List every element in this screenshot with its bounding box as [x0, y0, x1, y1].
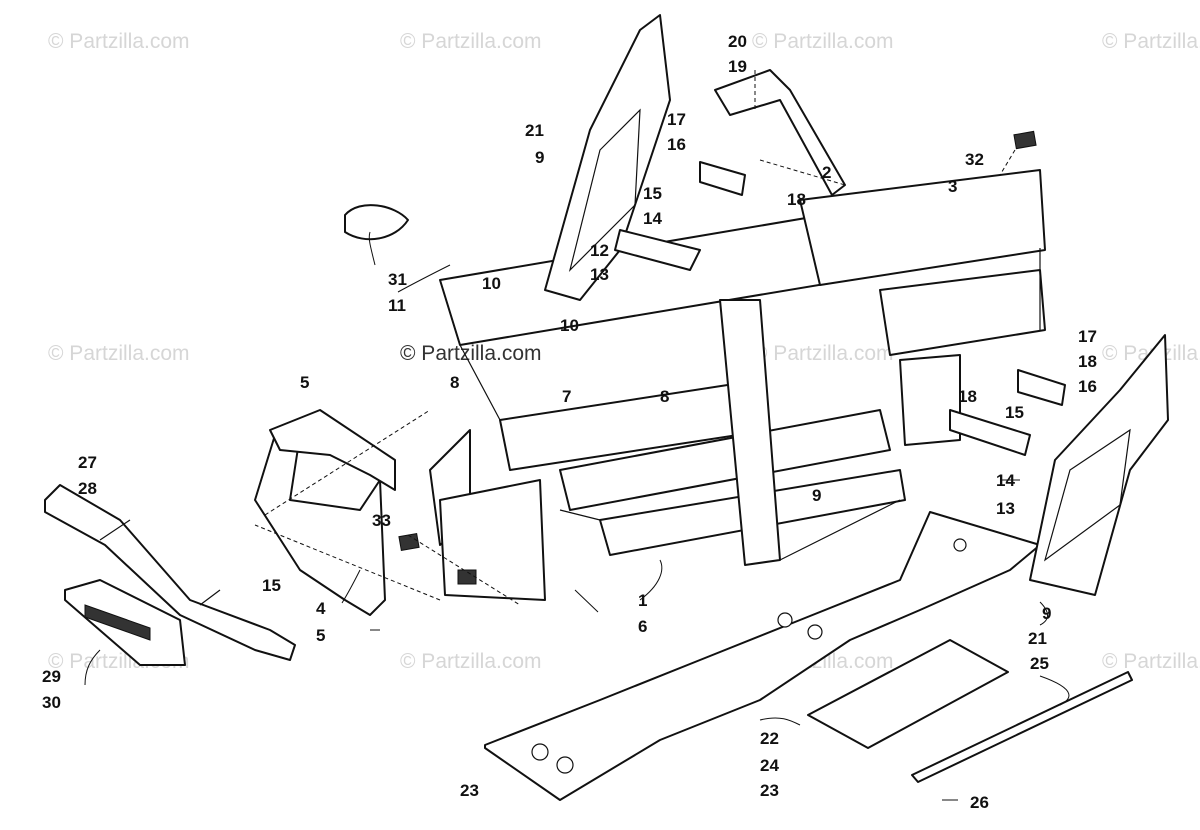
callout-32[interactable]: 32 [965, 150, 984, 169]
callout-9[interactable]: 9 [1042, 604, 1051, 623]
callout-26[interactable]: 26 [970, 793, 989, 812]
watermark: © Partzilla.com [400, 650, 542, 673]
callouts: 1 2 3 4 5 5 6 7 8 8 9 9 9 10 10 11 12 13… [42, 32, 1097, 812]
rock-slider [911, 671, 1133, 783]
callout-8[interactable]: 8 [450, 373, 459, 392]
callout-29[interactable]: 29 [42, 667, 61, 686]
mount-plate-left [699, 161, 746, 196]
callout-18[interactable]: 18 [958, 387, 977, 406]
callout-31[interactable]: 31 [388, 270, 407, 289]
callout-9[interactable]: 9 [535, 148, 544, 167]
front-bumper [44, 484, 296, 661]
callout-16[interactable]: 16 [1078, 377, 1097, 396]
callout-13[interactable]: 13 [590, 265, 609, 284]
callout-15[interactable]: 15 [262, 576, 281, 595]
callout-2[interactable]: 2 [822, 163, 831, 182]
clamp [344, 204, 409, 241]
callout-20[interactable]: 20 [728, 32, 747, 51]
watermark: © Partzilla.com [400, 30, 542, 53]
decal-front [398, 532, 420, 552]
left-side-panel [544, 14, 671, 301]
callout-16[interactable]: 16 [667, 135, 686, 154]
callout-3[interactable]: 3 [948, 177, 957, 196]
callout-8[interactable]: 8 [660, 387, 669, 406]
watermark: © Partzilla.com [1102, 30, 1200, 53]
front-bracket [254, 409, 396, 616]
callout-19[interactable]: 19 [728, 57, 747, 76]
roll-bar [714, 69, 846, 196]
callout-12[interactable]: 12 [590, 241, 609, 260]
front-guard [64, 579, 186, 666]
callout-1[interactable]: 1 [638, 591, 647, 610]
right-side-panel [1029, 334, 1169, 596]
skid-plate-rear [807, 639, 1009, 749]
callout-30[interactable]: 30 [42, 693, 61, 712]
watermark: © Partzilla.com [1102, 650, 1200, 673]
seat-bracket-right [949, 409, 1031, 456]
decal-rear [1013, 130, 1037, 150]
callout-23[interactable]: 23 [760, 781, 779, 800]
watermark: © Partzilla.com [752, 30, 894, 53]
callout-13[interactable]: 13 [996, 499, 1015, 518]
watermark: © Partzilla.com [48, 30, 190, 53]
callout-23[interactable]: 23 [460, 781, 479, 800]
main-frame [429, 169, 1046, 601]
leader-lines [84, 70, 1070, 801]
callout-18[interactable]: 18 [787, 190, 806, 209]
watermark: © Partzilla.com [752, 342, 894, 365]
callout-11[interactable]: 11 [388, 296, 406, 315]
callout-9[interactable]: 9 [812, 486, 821, 505]
callout-5[interactable]: 5 [316, 626, 325, 645]
callout-10[interactable]: 10 [560, 316, 579, 335]
watermark-center: © Partzilla.com [400, 342, 542, 365]
callout-25[interactable]: 25 [1030, 654, 1049, 673]
callout-21[interactable]: 21 [525, 121, 544, 140]
callout-14[interactable]: 14 [643, 209, 662, 228]
callout-18[interactable]: 18 [1078, 352, 1097, 371]
callout-22[interactable]: 22 [760, 729, 779, 748]
callout-27[interactable]: 27 [78, 453, 97, 472]
callout-21[interactable]: 21 [1028, 629, 1047, 648]
watermark: © Partzilla.com [48, 342, 190, 365]
skid-plate-main [484, 511, 1041, 801]
callout-24[interactable]: 24 [760, 756, 779, 775]
callout-17[interactable]: 17 [1078, 327, 1097, 346]
callout-10[interactable]: 10 [482, 274, 501, 293]
callout-28[interactable]: 28 [78, 479, 97, 498]
callout-6[interactable]: 6 [638, 617, 647, 636]
callout-17[interactable]: 17 [667, 110, 686, 129]
callout-15[interactable]: 15 [1005, 403, 1024, 422]
callout-4[interactable]: 4 [316, 599, 326, 618]
callout-33[interactable]: 33 [372, 511, 391, 530]
callout-14[interactable]: 14 [996, 471, 1015, 490]
mount-plate-right [1017, 369, 1066, 406]
callout-15[interactable]: 15 [643, 184, 662, 203]
callout-7[interactable]: 7 [562, 387, 571, 406]
callout-5[interactable]: 5 [300, 373, 309, 392]
seat-bracket-left [614, 229, 701, 271]
